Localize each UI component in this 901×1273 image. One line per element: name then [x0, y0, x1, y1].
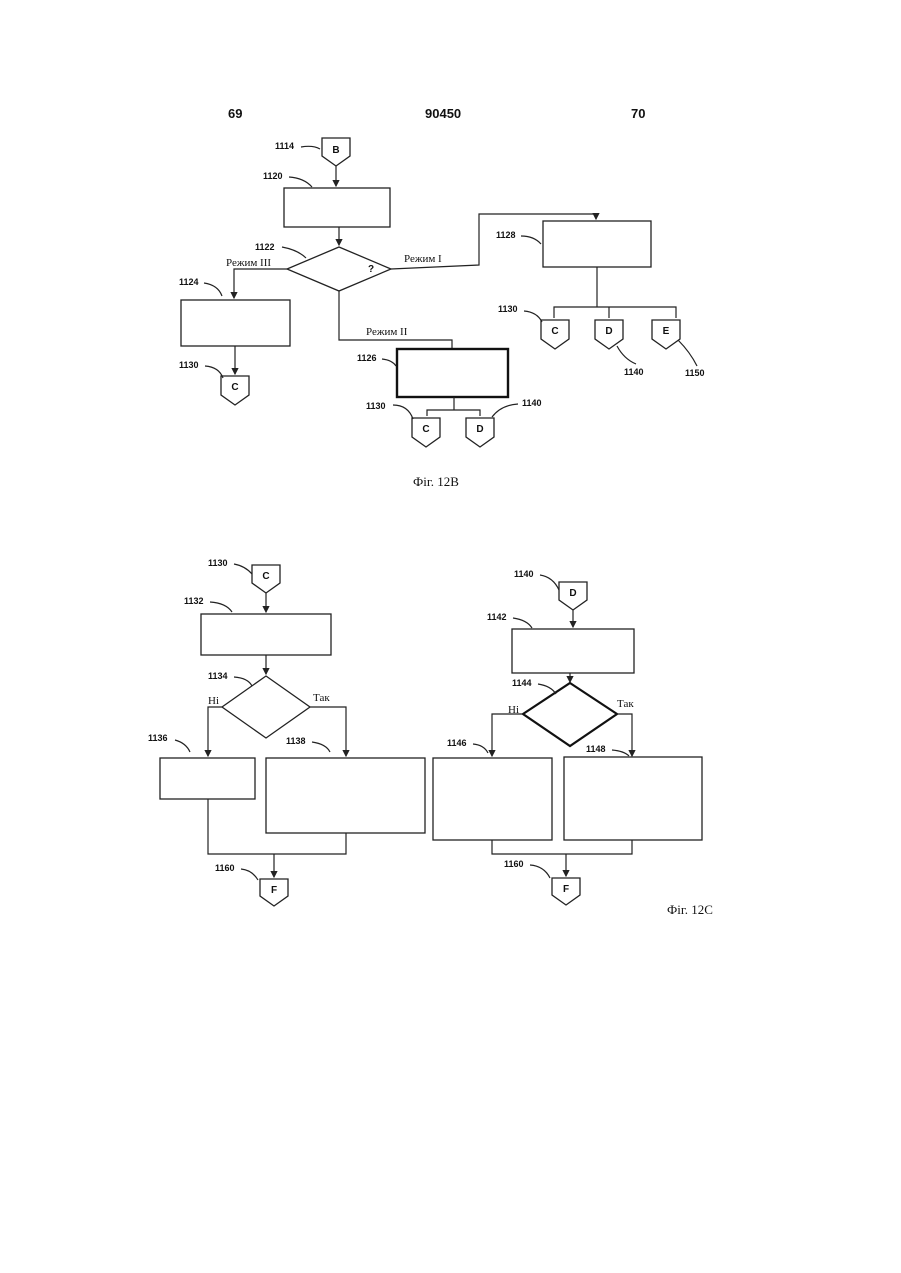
ref-1146: 1146 [447, 738, 467, 748]
leader-1148 [612, 750, 629, 756]
connector-f-1-label: F [271, 885, 277, 896]
leader-1140-a [617, 346, 636, 364]
leader-1130-b [524, 311, 542, 322]
leader-1130-c [393, 405, 413, 419]
branch-mode-2: Режим II [366, 326, 408, 338]
process-box-1126 [397, 349, 508, 397]
ref-1130-a: 1130 [179, 360, 199, 370]
leader-1160-a [241, 869, 258, 880]
leader-1126 [382, 359, 396, 366]
ref-1160-a: 1160 [215, 863, 235, 873]
leader-1138 [312, 742, 330, 752]
connector-d-2-label: D [476, 424, 483, 435]
leader-1142 [513, 618, 532, 628]
leader-1146 [473, 744, 488, 753]
decision-diamond-1134 [222, 676, 310, 738]
leader-1128 [521, 236, 541, 244]
process-box-1128 [543, 221, 651, 267]
leader-1132 [210, 602, 232, 612]
ref-1148: 1148 [586, 744, 606, 754]
arrow-mode2-to-1126 [339, 291, 452, 348]
figure-12c-caption: Фіг. 12C [667, 902, 713, 917]
ref-1140-12c: 1140 [514, 569, 534, 579]
ref-1140-b: 1140 [522, 398, 542, 408]
connector-e-label: E [663, 326, 670, 337]
leader-1114 [301, 146, 320, 149]
branch-mode-1: Режим I [404, 253, 442, 265]
line-1128-split [554, 307, 676, 318]
leader-1160-b [530, 865, 550, 878]
ref-1140-a: 1140 [624, 367, 644, 377]
ref-1144: 1144 [512, 678, 532, 688]
branch-yes-right: Так [617, 698, 634, 710]
connector-c-3-label: C [422, 424, 429, 435]
process-box-1138 [266, 758, 425, 833]
ref-1130-b: 1130 [498, 304, 518, 314]
leader-1136 [175, 740, 190, 752]
process-box-1124 [181, 300, 290, 346]
arrow-no-to-1136 [208, 707, 222, 756]
leader-1130-a [205, 366, 223, 378]
ref-1114: 1114 [275, 141, 294, 151]
arrow-yes-to-1148 [617, 714, 632, 756]
arrow-mode3-to-1124 [234, 269, 287, 298]
connector-d-1-label: D [605, 326, 612, 337]
figure-12b: B 1114 1120 ? 1122 Режим III 1124 C 1130… [179, 138, 705, 489]
process-box-1142 [512, 629, 634, 673]
process-box-1132 [201, 614, 331, 655]
leader-1124 [204, 283, 222, 296]
arrow-no-to-1146 [492, 714, 523, 756]
connector-c-2-label: C [551, 326, 558, 337]
ref-1130-12c: 1130 [208, 558, 228, 568]
leader-1140-12c [540, 575, 559, 590]
ref-1128: 1128 [496, 230, 516, 240]
connector-f-2-label: F [563, 884, 569, 895]
process-box-1120 [284, 188, 390, 227]
branch-mode-3: Режим III [226, 257, 271, 269]
ref-1136: 1136 [148, 733, 168, 743]
ref-1134: 1134 [208, 671, 228, 681]
merge-right [492, 840, 632, 854]
ref-1142: 1142 [487, 612, 507, 622]
leader-1130-12c [234, 564, 252, 574]
leader-1120 [289, 177, 312, 187]
process-box-1148 [564, 757, 702, 840]
connector-b-label: B [332, 145, 339, 156]
decision-diamond-1122 [287, 247, 391, 291]
ref-1150: 1150 [685, 368, 705, 378]
ref-1122: 1122 [255, 242, 275, 252]
ref-1138: 1138 [286, 736, 306, 746]
ref-1160-b: 1160 [504, 859, 524, 869]
decision-diamond-1144 [523, 683, 617, 746]
leader-1122 [282, 247, 306, 258]
process-box-1136 [160, 758, 255, 799]
ref-1132: 1132 [184, 596, 204, 606]
process-box-1146 [433, 758, 552, 840]
figure-12c: C 1130 1132 1134 Ні Так 1136 1138 F 1160… [148, 558, 713, 917]
leader-1150 [678, 340, 697, 366]
decision-question-mark: ? [368, 264, 374, 275]
connector-d-12c-label: D [569, 588, 576, 599]
line-1126-split [427, 410, 480, 416]
ref-1126: 1126 [357, 353, 377, 363]
branch-no-left: Ні [208, 695, 219, 707]
leader-1134 [234, 677, 252, 686]
ref-1120: 1120 [263, 171, 283, 181]
connector-c-1-label: C [231, 382, 238, 393]
leader-1140-b [492, 404, 518, 417]
ref-1130-c: 1130 [366, 401, 386, 411]
branch-yes-left: Так [313, 692, 330, 704]
connector-c-12c-label: C [262, 571, 269, 582]
figure-12b-caption: Фіг. 12B [413, 474, 459, 489]
ref-1124: 1124 [179, 277, 199, 287]
leader-1144 [538, 684, 556, 694]
